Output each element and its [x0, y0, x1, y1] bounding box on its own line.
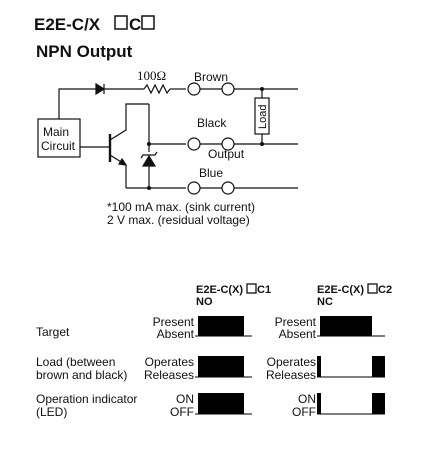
nc-waveform-high-after [372, 356, 385, 377]
model-mid: C [129, 15, 141, 34]
wire-label-output: Output [208, 147, 245, 161]
subtitle: NPN Output [36, 42, 133, 61]
junction-dot [147, 186, 151, 190]
no-label: NO [196, 296, 213, 308]
blank-box-1 [114, 15, 128, 30]
zener-diode-icon [140, 144, 158, 188]
row-label-load-1: Load (between [36, 355, 115, 369]
nc-target-low: Absent [279, 327, 317, 341]
brown-wire-left [58, 88, 96, 119]
nc-model-prefix: E2E-C(X) [317, 284, 364, 296]
wire-label-blue: Blue [199, 166, 223, 180]
nc-led-high: ON [298, 392, 316, 406]
nc-waveform-high-before [317, 356, 321, 377]
junction-dot [260, 142, 264, 146]
row-label-target: Target [36, 325, 70, 339]
wire-label-brown: Brown [194, 70, 228, 84]
nc-load-high: Operates [267, 355, 316, 369]
main-circuit-label-2: Circuit [41, 139, 76, 153]
nc-load-low: Releases [266, 368, 316, 382]
note-line-2: 2 V max. (residual voltage) [107, 213, 250, 227]
no-waveform-pulse [198, 356, 244, 377]
no-waveform-pulse [198, 393, 244, 414]
no-waveform-pulse [198, 316, 244, 336]
resistor-icon [143, 83, 171, 95]
row-label-led-1: Operation indicator [36, 392, 137, 406]
row-label-load-2: brown and black) [36, 368, 127, 382]
no-target-low: Absent [157, 327, 195, 341]
terminal-blue-2 [221, 181, 235, 195]
terminal-brown-1 [187, 82, 201, 96]
timing-headers: E2E-C(X) C1 NO E2E-C(X) C2 NC [196, 283, 392, 308]
terminal-brown-2 [221, 82, 235, 96]
circuit [37, 82, 298, 195]
note-line-1: *100 mA max. (sink current) [107, 200, 255, 214]
nc-waveform-pulse [320, 316, 372, 336]
model-prefix: E2E-C/X [34, 15, 101, 34]
terminal-blue-1 [187, 181, 201, 195]
terminal-black-1 [187, 137, 201, 151]
nc-label: NC [317, 296, 333, 308]
resistor-label: 100Ω [137, 68, 166, 83]
no-led-high: ON [176, 392, 194, 406]
no-load-low: Releases [144, 368, 194, 382]
blank-box-3 [246, 283, 257, 294]
nc-waveform-high-after [372, 393, 385, 414]
no-target-high: Present [153, 315, 195, 329]
timing-waveforms [195, 316, 385, 415]
nc-target-high: Present [275, 315, 317, 329]
no-model-suffix: C1 [257, 284, 271, 296]
junction-dot [260, 87, 264, 91]
main-circuit-label-1: Main [43, 125, 69, 139]
nc-led-low: OFF [292, 405, 316, 419]
no-load-high: Operates [145, 355, 194, 369]
blank-box-4 [367, 283, 378, 294]
no-led-low: OFF [170, 405, 194, 419]
transistor-icon [80, 103, 149, 188]
junction-dot [147, 142, 151, 146]
nc-waveform-high-before [317, 393, 321, 414]
row-label-led-2: (LED) [36, 405, 67, 419]
load-label: Load [257, 105, 269, 129]
blank-box-2 [141, 15, 155, 30]
wire-label-black: Black [197, 116, 227, 130]
title-block: E2E-C/X C NPN Output [34, 15, 155, 61]
nc-model-suffix: C2 [378, 284, 392, 296]
diode-icon [95, 82, 106, 96]
no-model-prefix: E2E-C(X) [196, 284, 243, 296]
